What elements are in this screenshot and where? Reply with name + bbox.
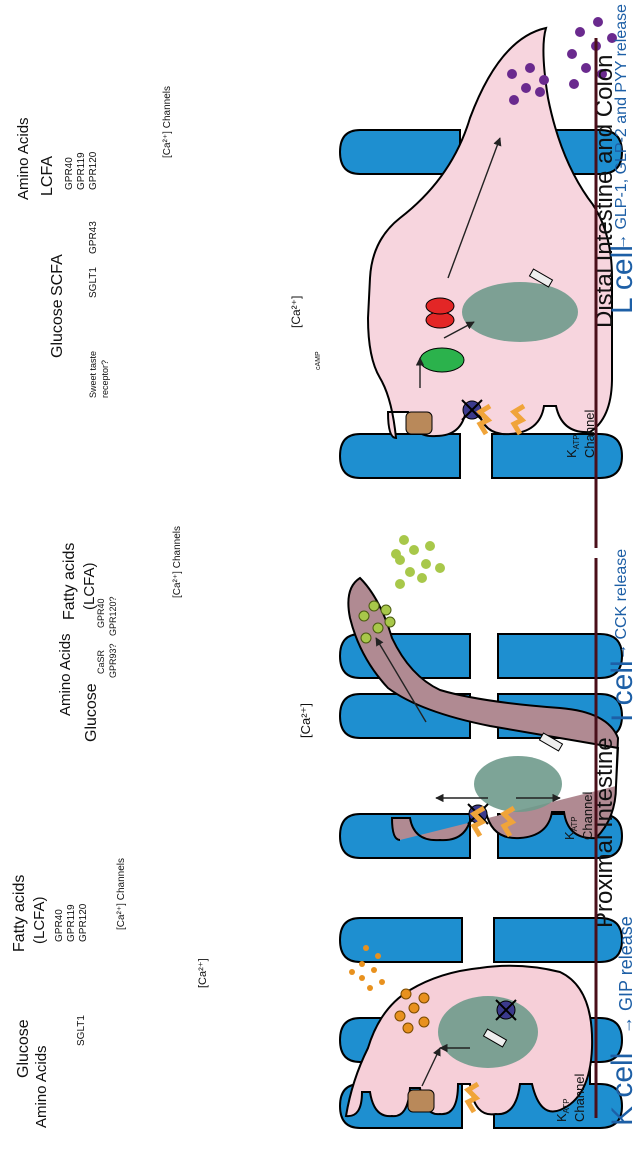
k-channel-label: Channel [572, 1073, 587, 1122]
gpr119-label: GPR119 [66, 904, 77, 942]
l-gpr40-label: GPR40 [64, 157, 75, 190]
l-sglt1-label: SGLT1 [88, 267, 99, 298]
i-fatty-acids-label: Fatty acids [61, 543, 78, 620]
sglt1-transporter-icon [408, 1090, 434, 1112]
i-casr-label: CaSR [96, 649, 106, 674]
l-lcfa-label: LCFA [39, 156, 56, 196]
i-gpr40-label: GPR40 [96, 598, 106, 628]
l-camp-label: cAMP [315, 351, 322, 370]
l-glucose-label: Glucose [49, 299, 66, 358]
i-ca-label: [Ca²⁺] [298, 703, 313, 738]
l-amino-acids-label: Amino Acids [15, 117, 32, 200]
l-gpr119-label: GPR119 [76, 152, 87, 190]
l-receptor-label: receptor? [100, 360, 110, 398]
k-cell-title: K cell [606, 1053, 639, 1126]
villus [498, 634, 622, 678]
k-ca-channels-label: [Ca²⁺] Channels [116, 858, 127, 930]
sglt1-transporter-icon [406, 412, 432, 434]
gpr40-label: GPR40 [54, 909, 65, 942]
l-cell-nucleus [462, 282, 578, 342]
katp-channel-icon [496, 1000, 516, 1020]
i-glucose-label: Glucose [83, 683, 100, 742]
villus [340, 130, 460, 174]
l-gpr120-label: GPR120 [88, 151, 99, 190]
l-cell-panel: L cell → GLP-1, GLP-2 and PYY release Sw… [15, 4, 639, 478]
l-ca-label: [Ca²⁺] [289, 296, 303, 328]
l-ca-channels-label: [Ca²⁺] Channels [162, 86, 173, 158]
i-gpr120-label: GPR120? [108, 596, 118, 636]
l-scfa-label: SCFA [49, 254, 66, 296]
l-sweet-label: Sweet taste [88, 351, 98, 398]
i-cell-panel: I cell → CCK release Glucose Amino Acids… [57, 526, 639, 858]
i-gpr93-label: GPR93? [108, 643, 118, 678]
l-cell-body [368, 28, 612, 438]
cck-release-label: → CCK release [613, 549, 630, 660]
glucose-label: Glucose [15, 1019, 32, 1078]
cck-granules-released [391, 535, 445, 589]
k-cell-panel: K cell → GIP release Amino Acids Glucose… [11, 858, 639, 1128]
i-cell-title: I cell [606, 660, 639, 722]
amino-acids-label: Amino Acids [33, 1045, 50, 1128]
fatty-acids-label: Fatty acids [11, 875, 28, 952]
gpr120-label: GPR120 [78, 903, 89, 942]
villus [340, 434, 460, 478]
camp-enzyme-icon [420, 348, 464, 372]
villus [492, 434, 622, 478]
villus [340, 918, 462, 962]
l-gpr43-label: GPR43 [88, 221, 99, 254]
gip-release-label: → GIP release [616, 916, 636, 1034]
l-red-channel-icon [426, 298, 454, 314]
i-amino-acids-label: Amino Acids [57, 633, 74, 716]
lcfa-label: (LCFA) [31, 896, 48, 944]
k-ca-label: [Ca²⁺] [197, 958, 209, 988]
sglt1-label: SGLT1 [76, 1015, 87, 1046]
i-ca-channels-label: [Ca²⁺] Channels [172, 526, 183, 598]
